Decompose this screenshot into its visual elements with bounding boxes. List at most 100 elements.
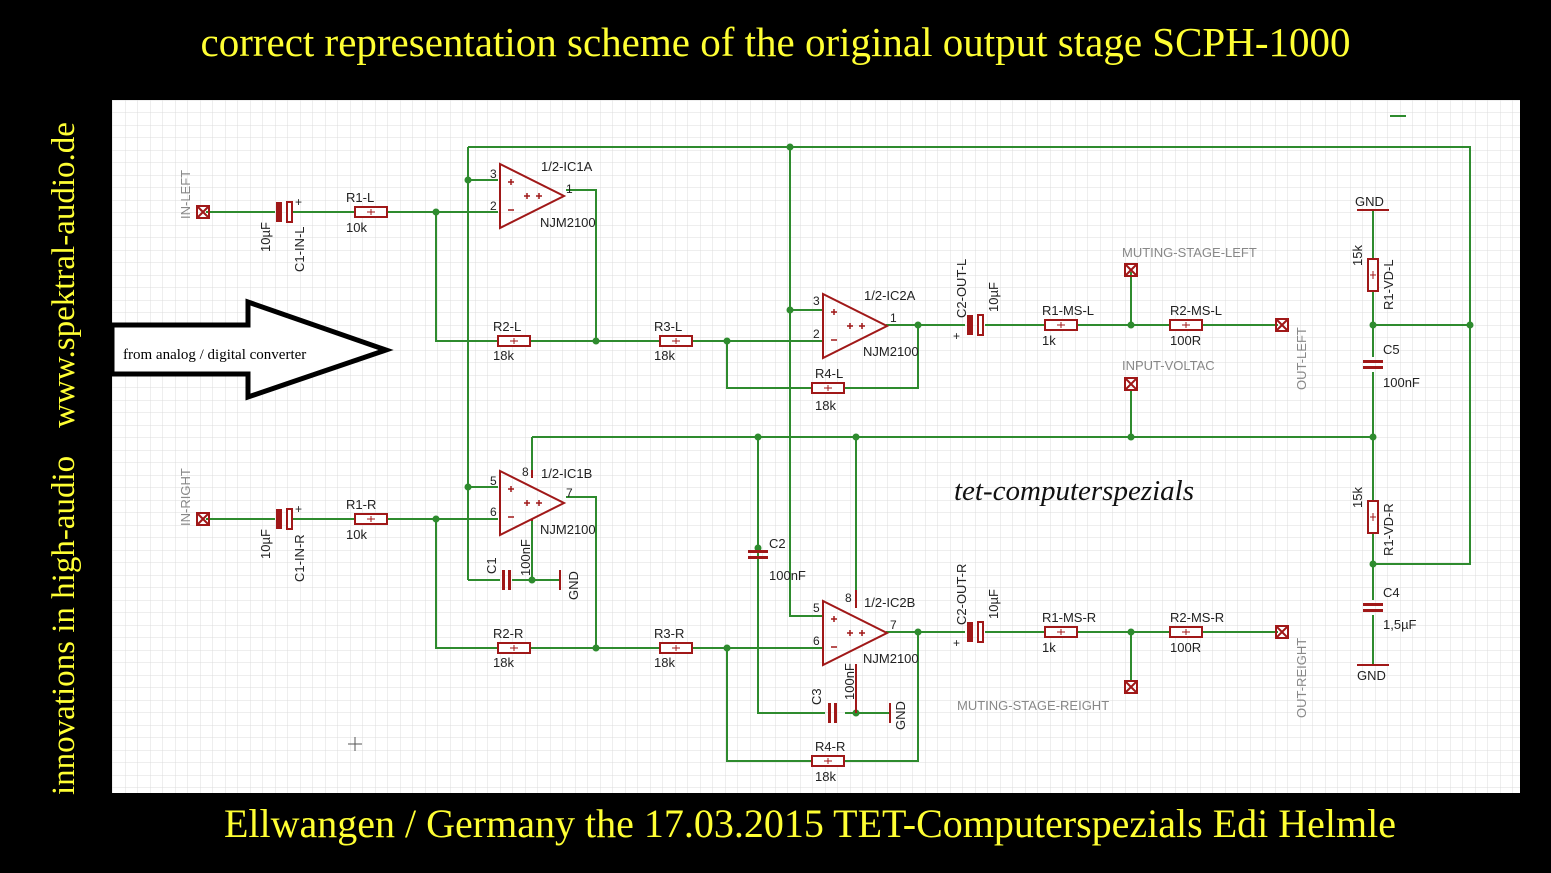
muting-left-label: MUTING-STAGE-LEFT xyxy=(1122,245,1257,260)
svg-text:10k: 10k xyxy=(346,527,367,542)
out-left-label: OUT-LEFT xyxy=(1294,327,1309,390)
svg-text:18k: 18k xyxy=(654,348,675,363)
svg-text:1/2-IC1B: 1/2-IC1B xyxy=(541,466,592,481)
svg-text:R1-MS-L: R1-MS-L xyxy=(1042,303,1094,318)
svg-text:7: 7 xyxy=(890,618,897,632)
in-left-label: IN-LEFT xyxy=(178,170,193,219)
svg-text:C1-IN-L: C1-IN-L xyxy=(292,226,307,272)
r4-r-resistor xyxy=(811,755,845,767)
svg-text:100nF: 100nF xyxy=(842,663,857,700)
svg-text:R4-L: R4-L xyxy=(815,366,843,381)
footer-text: Ellwangen / Germany the 17.03.2015 TET-C… xyxy=(224,801,1396,846)
svg-text:C2-OUT-L: C2-OUT-L xyxy=(954,259,969,318)
svg-text:100nF: 100nF xyxy=(769,568,806,583)
svg-text:R2-R: R2-R xyxy=(493,626,523,641)
muting-right-label: MUTING-STAGE-REIGHT xyxy=(957,698,1109,713)
svg-text:GND: GND xyxy=(1357,668,1386,683)
svg-text:3: 3 xyxy=(813,294,820,308)
input-voltage-label: INPUT-VOLTAC xyxy=(1122,358,1215,373)
svg-text:NJM2100: NJM2100 xyxy=(540,215,596,230)
r2-r-resistor xyxy=(497,642,531,654)
svg-text:18k: 18k xyxy=(815,398,836,413)
svg-text:18k: 18k xyxy=(654,655,675,670)
svg-text:100R: 100R xyxy=(1170,333,1201,348)
svg-text:18k: 18k xyxy=(493,655,514,670)
svg-text:NJM2100: NJM2100 xyxy=(863,651,919,666)
r2-l-resistor xyxy=(497,335,531,347)
svg-text:R4-R: R4-R xyxy=(815,739,845,754)
svg-text:2: 2 xyxy=(490,199,497,213)
svg-text:R2-MS-L: R2-MS-L xyxy=(1170,303,1222,318)
r1-r-resistor xyxy=(354,513,388,525)
svg-text:10µF: 10µF xyxy=(986,282,1001,312)
page-title: correct representation scheme of the ori… xyxy=(200,19,1351,65)
svg-text:R2-L: R2-L xyxy=(493,319,521,334)
junctions xyxy=(432,143,1474,717)
svg-text:3: 3 xyxy=(490,167,497,181)
svg-text:15k: 15k xyxy=(1350,487,1365,508)
svg-text:NJM2100: NJM2100 xyxy=(540,522,596,537)
svg-text:C3: C3 xyxy=(809,688,824,705)
svg-text:100R: 100R xyxy=(1170,640,1201,655)
svg-text:1/2-IC2A: 1/2-IC2A xyxy=(864,288,916,303)
svg-text:1/2-IC1A: 1/2-IC1A xyxy=(541,159,593,174)
arrow-label: from analog / digital converter xyxy=(123,347,306,363)
svg-text:1/2-IC2B: 1/2-IC2B xyxy=(864,595,915,610)
gnd-symbols xyxy=(559,209,1389,723)
svg-text:7: 7 xyxy=(566,486,573,500)
svg-text:1k: 1k xyxy=(1042,333,1056,348)
svg-text:R1-VD-R: R1-VD-R xyxy=(1381,503,1396,556)
svg-text:15k: 15k xyxy=(1350,245,1365,266)
svg-text:+: + xyxy=(953,329,960,343)
r1-l-resistor xyxy=(354,206,388,218)
r3-l-resistor xyxy=(659,335,693,347)
labels: IN-LEFT IN-RIGHT OUT-LEFT OUT-REIGHT MUT… xyxy=(178,159,1420,784)
svg-text:GND: GND xyxy=(566,571,581,600)
svg-text:R1-R: R1-R xyxy=(346,497,376,512)
svg-text:+: + xyxy=(953,636,960,650)
r1-vd-r-resistor xyxy=(1367,500,1379,534)
svg-text:R2-MS-R: R2-MS-R xyxy=(1170,610,1224,625)
svg-text:5: 5 xyxy=(813,601,820,615)
svg-text:1: 1 xyxy=(566,182,573,196)
r1-ms-r-resistor xyxy=(1044,626,1078,638)
svg-text:10µF: 10µF xyxy=(258,222,273,252)
svg-text:NJM2100: NJM2100 xyxy=(863,344,919,359)
svg-text:C2: C2 xyxy=(769,536,786,551)
svg-text:+: + xyxy=(295,195,302,209)
svg-text:1: 1 xyxy=(890,311,897,325)
r2-ms-l-resistor xyxy=(1169,319,1203,331)
svg-text:1,5µF: 1,5µF xyxy=(1383,617,1417,632)
svg-text:R1-MS-R: R1-MS-R xyxy=(1042,610,1096,625)
svg-text:GND: GND xyxy=(1355,194,1384,209)
svg-text:C2-OUT-R: C2-OUT-R xyxy=(954,564,969,625)
svg-text:10k: 10k xyxy=(346,220,367,235)
svg-text:5: 5 xyxy=(490,474,497,488)
svg-text:100nF: 100nF xyxy=(518,539,533,576)
svg-text:100nF: 100nF xyxy=(1383,375,1420,390)
r4-l-resistor xyxy=(811,382,845,394)
out-right-label: OUT-REIGHT xyxy=(1294,638,1309,718)
svg-text:18k: 18k xyxy=(815,769,836,784)
svg-text:R3-L: R3-L xyxy=(654,319,682,334)
svg-text:+: + xyxy=(295,502,302,516)
r1-ms-l-resistor xyxy=(1044,319,1078,331)
svg-text:R1-L: R1-L xyxy=(346,190,374,205)
svg-text:C1: C1 xyxy=(484,557,499,574)
svg-text:18k: 18k xyxy=(493,348,514,363)
svg-text:10µF: 10µF xyxy=(258,529,273,559)
svg-text:8: 8 xyxy=(522,465,529,479)
svg-text:10µF: 10µF xyxy=(986,589,1001,619)
watermark-text: tet-computerspezials xyxy=(954,475,1194,507)
r3-r-resistor xyxy=(659,642,693,654)
svg-text:1k: 1k xyxy=(1042,640,1056,655)
svg-text:6: 6 xyxy=(813,634,820,648)
svg-text:8: 8 xyxy=(845,591,852,605)
r1-vd-l-resistor xyxy=(1367,258,1379,292)
svg-text:C1-IN-R: C1-IN-R xyxy=(292,534,307,582)
svg-text:R3-R: R3-R xyxy=(654,626,684,641)
svg-text:2: 2 xyxy=(813,327,820,341)
r2-ms-r-resistor xyxy=(1169,626,1203,638)
svg-text:6: 6 xyxy=(490,505,497,519)
